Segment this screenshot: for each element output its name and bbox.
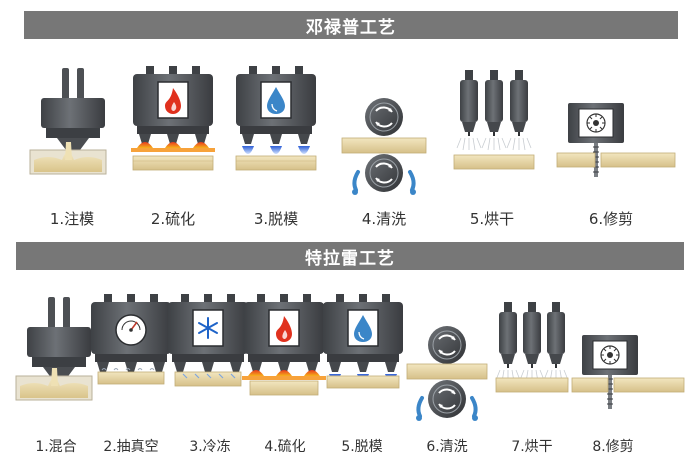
- trimming-saw-icon: [556, 102, 676, 178]
- step-label-mix: 1.混合: [35, 439, 77, 455]
- step-label-trim: 8.修剪: [592, 439, 634, 455]
- heating-press-icon: [131, 66, 215, 171]
- step-label-wash: 6.清洗: [426, 439, 468, 455]
- step-label-demold: 5.脱模: [341, 439, 383, 455]
- step-label-freeze: 3.冷冻: [189, 439, 231, 455]
- section-title-dunlop: 邓禄普工艺: [24, 11, 678, 39]
- rollers-wash-icon: [406, 325, 488, 421]
- rollers-wash-icon: [341, 97, 427, 195]
- vacuum-gauge-press-icon: [91, 294, 171, 385]
- step-label-vulcanize: 2.硫化: [150, 210, 196, 228]
- step-label-vulcanize: 4.硫化: [264, 439, 306, 455]
- cooling-press-icon: [323, 294, 403, 389]
- cooling-press-icon: [235, 66, 317, 171]
- step-label-demold: 3.脱模: [253, 210, 299, 228]
- injection-nozzle-icon: [29, 68, 107, 175]
- section-title-talalay: 特拉雷工艺: [16, 242, 684, 270]
- step-label-injection: 1.注模: [49, 210, 95, 228]
- dryer-nozzles-icon: [453, 69, 535, 170]
- trimming-saw-icon: [571, 334, 685, 410]
- step-label-dry: 7.烘干: [511, 439, 553, 455]
- dryer-nozzles-icon: [495, 301, 569, 393]
- step-label-dry: 5.烘干: [469, 210, 515, 228]
- heating-press-icon: [242, 294, 326, 396]
- step-label-vacuum: 2.抽真空: [103, 439, 159, 455]
- mixing-nozzle-icon: [15, 297, 93, 401]
- step-label-wash: 4.清洗: [361, 210, 407, 228]
- freezing-press-icon: [168, 294, 248, 387]
- step-label-trim: 6.修剪: [588, 210, 634, 228]
